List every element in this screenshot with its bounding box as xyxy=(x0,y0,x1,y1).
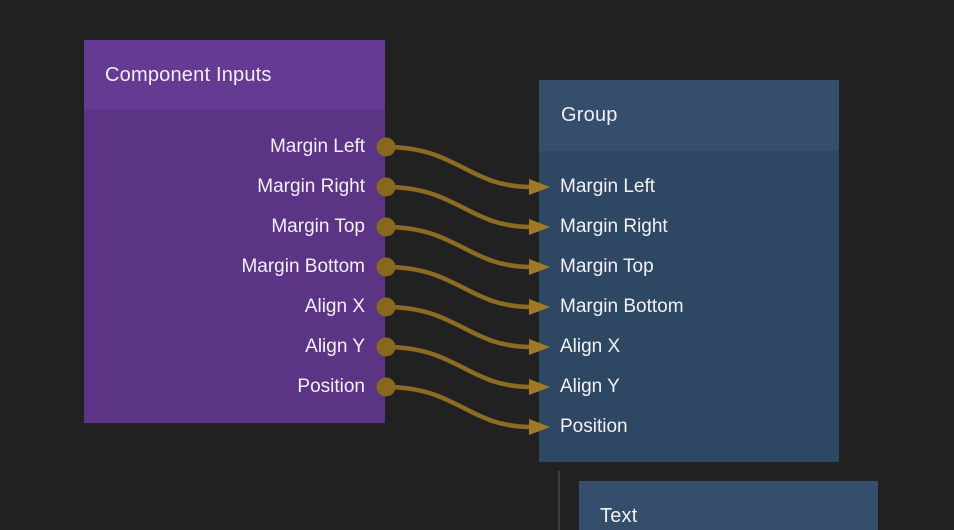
node-text[interactable]: Text xyxy=(579,481,878,530)
wire-align-x[interactable] xyxy=(383,304,534,350)
port-label: Position xyxy=(297,376,365,397)
input-row-position: Position xyxy=(539,407,839,447)
node-title: Group xyxy=(561,104,618,126)
output-row-margin-right: Margin Right xyxy=(84,167,385,207)
port-label: Margin Right xyxy=(560,216,668,237)
port-label: Align Y xyxy=(560,376,620,397)
port-label: Margin Left xyxy=(269,136,365,157)
input-row-align-x: Align X xyxy=(539,327,839,367)
port-label: Margin Bottom xyxy=(560,296,684,317)
node-title: Text xyxy=(600,505,638,527)
wire-align-y[interactable] xyxy=(383,344,534,390)
node-title: Component Inputs xyxy=(105,63,272,86)
port-label: Margin Right xyxy=(257,176,365,197)
input-row-align-y: Align Y xyxy=(539,367,839,407)
input-row-margin-bottom: Margin Bottom xyxy=(539,287,839,327)
port-label: Align X xyxy=(560,336,621,357)
wire-margin-right[interactable] xyxy=(383,184,534,230)
output-row-position: Position xyxy=(84,367,385,407)
input-row-margin-right: Margin Right xyxy=(539,207,839,247)
input-row-margin-top: Margin Top xyxy=(539,247,839,287)
wire-margin-bottom[interactable] xyxy=(383,264,534,310)
wire-margin-left[interactable] xyxy=(383,144,534,190)
port-label: Align X xyxy=(304,296,365,317)
port-label: Margin Left xyxy=(560,176,656,197)
wire-margin-top[interactable] xyxy=(383,224,534,270)
output-row-margin-top: Margin Top xyxy=(84,207,385,247)
port-label: Margin Top xyxy=(560,256,654,277)
output-row-margin-left: Margin Left xyxy=(84,127,385,167)
output-row-margin-bottom: Margin Bottom xyxy=(84,247,385,287)
node-group-header[interactable]: Group xyxy=(539,80,839,151)
output-row-align-x: Align X xyxy=(84,287,385,327)
port-label: Margin Top xyxy=(271,216,365,237)
port-label: Position xyxy=(560,416,628,437)
wire-position[interactable] xyxy=(383,384,534,430)
port-label: Align Y xyxy=(305,336,365,357)
node-component-inputs-header[interactable]: Component Inputs xyxy=(84,40,385,110)
connection-line-vertical xyxy=(558,471,560,530)
port-label: Margin Bottom xyxy=(241,256,365,277)
input-row-margin-left: Margin Left xyxy=(539,167,839,207)
output-row-align-y: Align Y xyxy=(84,327,385,367)
node-text-header[interactable]: Text xyxy=(579,481,878,530)
